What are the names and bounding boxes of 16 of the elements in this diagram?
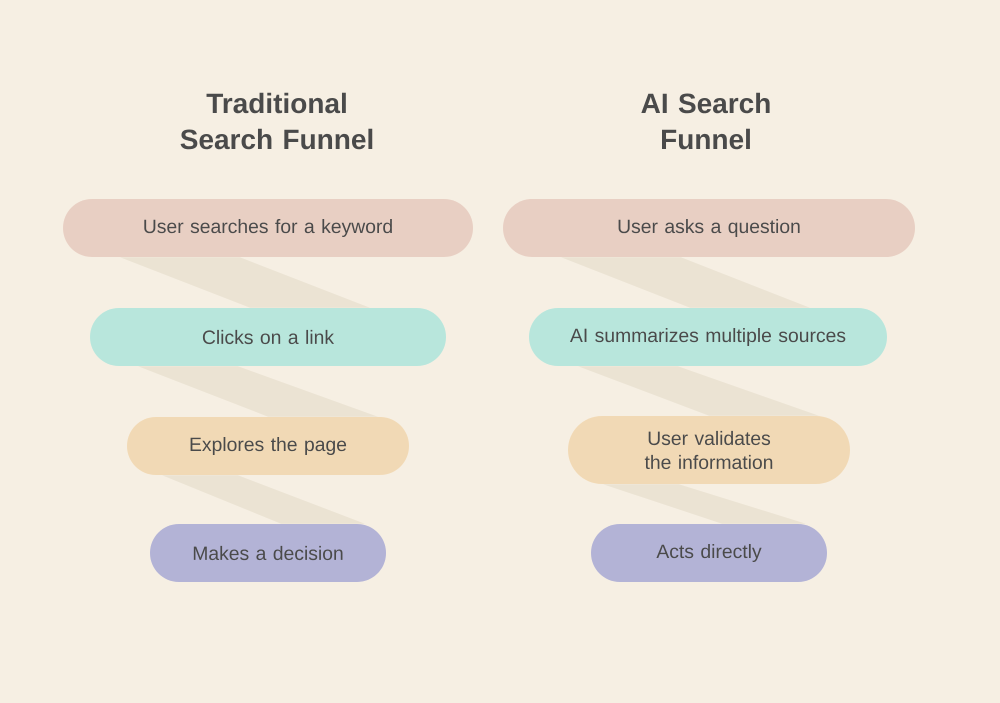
funnel-band: [120, 257, 370, 308]
step-pill: Clicks on a link: [90, 308, 446, 366]
funnel-band: [603, 484, 806, 524]
funnel-band: [561, 257, 810, 308]
step-pill: User validates the information: [568, 416, 850, 484]
step-pill: Makes a decision: [150, 524, 386, 582]
step-pill: User searches for a keyword: [63, 199, 473, 257]
step-pill: AI summarizes multiple sources: [529, 308, 887, 366]
funnel-band: [578, 366, 819, 416]
step-pill: Acts directly: [591, 524, 827, 582]
step-pill: User asks a question: [503, 199, 915, 257]
column-title: Traditional Search Funnel: [180, 92, 372, 150]
funnel-band: [162, 475, 365, 524]
column-title: AI Search Funnel: [641, 92, 770, 150]
step-pill: Explores the page: [127, 417, 409, 475]
funnel-band: [138, 366, 378, 417]
